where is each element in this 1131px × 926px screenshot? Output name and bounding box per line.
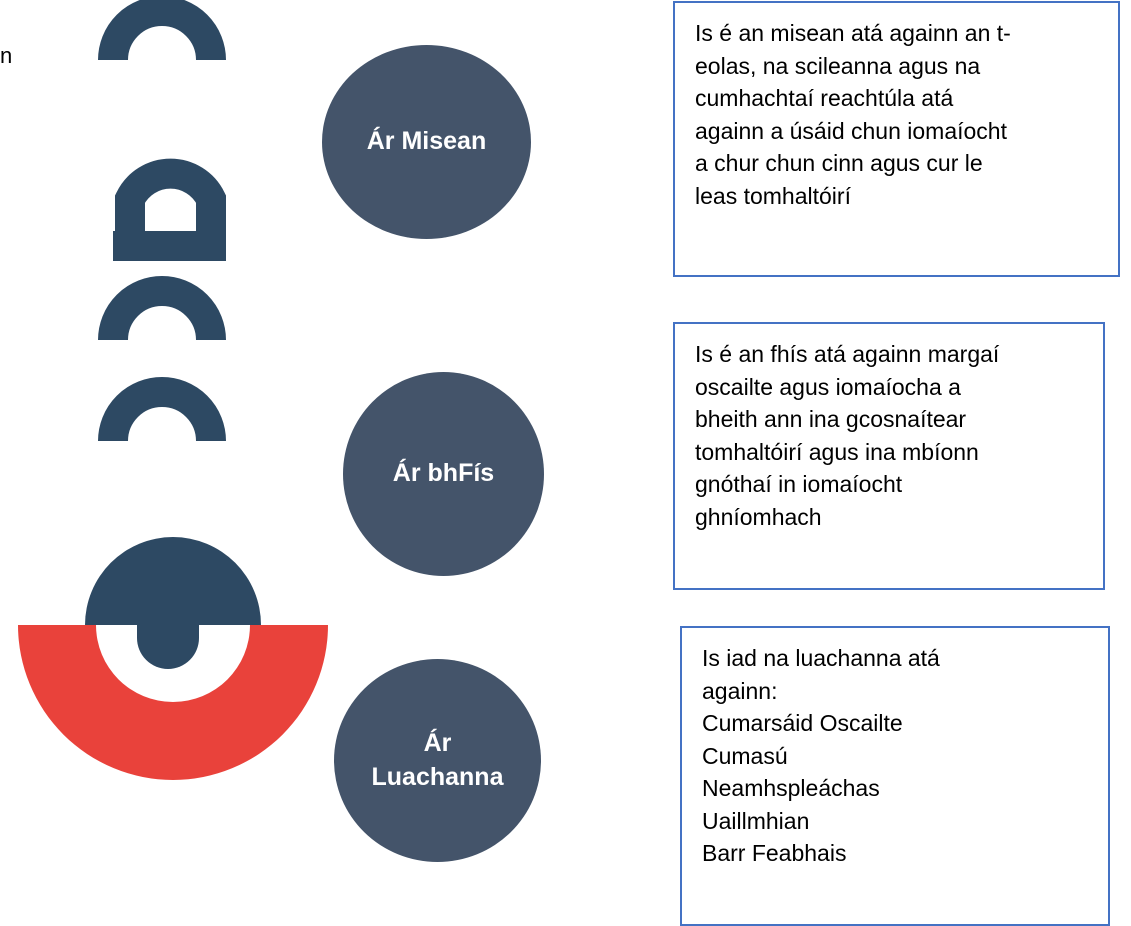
values-oval: Ár Luachanna [334,659,541,862]
values-heading-line-1: Ár [423,728,452,757]
vision-line: Is é an fhís atá againn margaí [695,341,1000,367]
ccpc-logo [18,0,328,780]
vision-text-box: Is é an fhís atá againn margaí oscailte … [673,322,1105,590]
values-list-item: Uaillmhian [702,807,810,834]
logo-navy-drop [137,625,199,669]
logo-letter-c-2 [98,276,226,341]
values-text-box: Is iad na luachanna atá againn: Cumarsái… [680,626,1110,926]
mission-line: Is é an misean atá againn an t- [695,20,1011,46]
mission-heading: Ár Misean [366,127,487,156]
mission-line: eolas, na scileanna agus na [695,52,981,79]
mission-line: againn a úsáid chun iomaíocht [695,117,1007,144]
vision-line: tomhaltóirí agus ina mbíonn [695,438,979,465]
values-list-item: Cumarsáid Oscailte [702,710,903,736]
values-line: againn: [702,677,778,704]
values-list-item: Barr Feabhais [702,840,847,866]
mission-line: leas tomhaltóirí [695,182,851,209]
vision-line: bheith ann ina gcosnaítear [695,406,967,432]
stray-text-fragment: n [0,43,12,68]
vision-heading: Ár bhFís [392,459,495,488]
mission-oval: Ár Misean [322,45,531,239]
vision-line: gnóthaí in iomaíocht [695,471,903,497]
vision-oval: Ár bhFís [343,372,544,576]
mission-line: a chur chun cinn agus cur le [695,150,983,176]
vision-line: ghníomhach [695,503,822,530]
logo-letter-c-1 [98,0,226,61]
logo-red-arc [18,625,328,780]
values-line: Is iad na luachanna atá [702,645,940,671]
mission-line: cumhachtaí reachtúla atá [695,85,954,111]
values-heading-line-2: Luachanna [371,762,504,791]
logo-navy-half-disc [85,537,261,625]
logo-letter-p-1 [113,158,226,261]
mission-text-box: Is é an misean atá againn an t- eolas, n… [673,1,1120,277]
vision-line: oscailte agus iomaíocha a [695,373,961,400]
values-list-item: Cumasú [702,742,788,769]
values-list-item: Neamhspleáchas [702,775,880,801]
logo-letter-c-3 [98,377,226,442]
